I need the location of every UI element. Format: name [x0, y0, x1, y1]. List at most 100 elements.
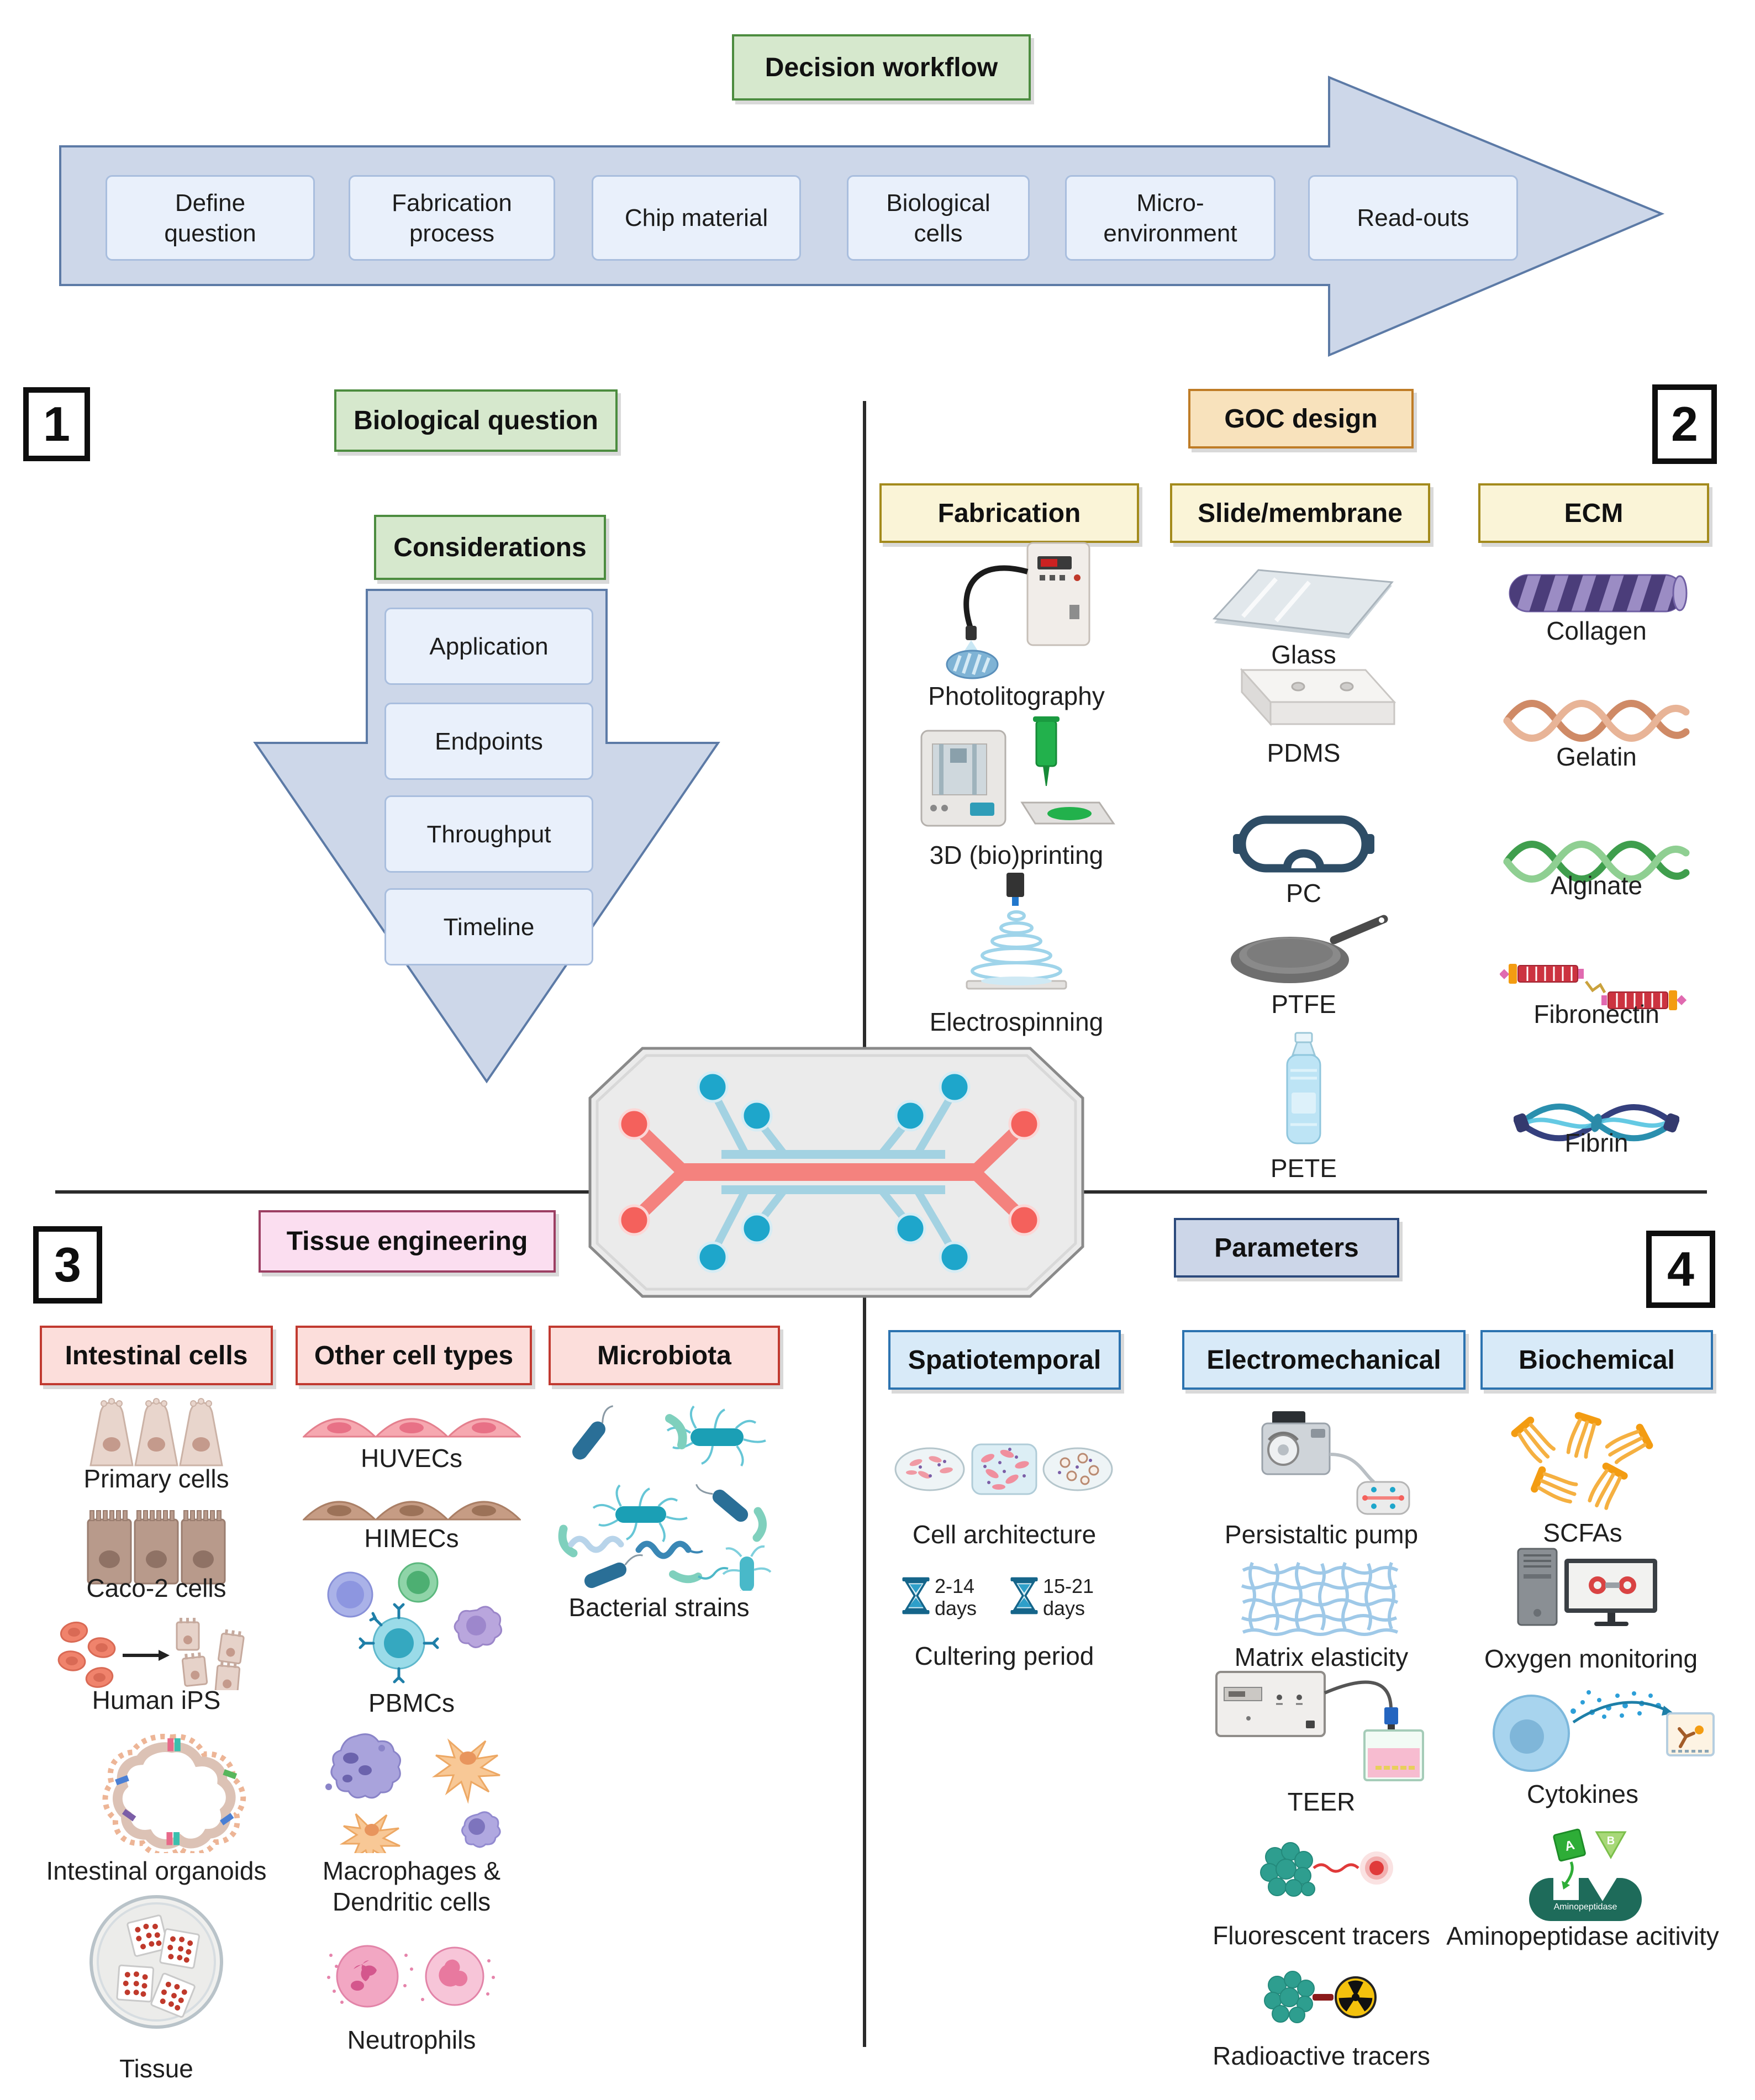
- electrospinning-icon: [966, 873, 1067, 990]
- item-label: Primary cells: [83, 1464, 229, 1493]
- item-label: HIMECs: [364, 1524, 459, 1553]
- item-label: Radioactive tracers: [1213, 2041, 1430, 2070]
- period-range: 15-21: [1043, 1575, 1094, 1597]
- goc-design-header: GOC design: [1188, 389, 1414, 449]
- fibronectin-icon: [1500, 964, 1687, 1010]
- item-label: Fibronectin: [1533, 1000, 1659, 1028]
- item-label: Electrospinning: [929, 1007, 1104, 1036]
- oxygen-monitoring-icon: [1517, 1548, 1657, 1626]
- consideration-label: Timeline: [443, 913, 535, 941]
- header-label: Parameters: [1214, 1233, 1359, 1263]
- substrate-a-label: A: [1563, 1838, 1576, 1854]
- neutrophils-icon: [327, 1945, 495, 2008]
- item-label: PDMS: [1267, 738, 1341, 767]
- consideration-label: Application: [429, 632, 549, 660]
- fluorescent-tracer-icon: [1260, 1842, 1393, 1897]
- cytokines-icon: [1493, 1690, 1715, 1772]
- header-label: Intestinal cells: [65, 1341, 248, 1370]
- photolithography-icon: [946, 542, 1090, 679]
- item-label: Caco-2 cells: [86, 1574, 226, 1602]
- bacteria-icon: [558, 1405, 772, 1591]
- step-label: Micro-environment: [1103, 189, 1237, 247]
- workflow-step-micro-environment: Micro-environment: [1065, 175, 1276, 261]
- period-range: 2-14: [935, 1575, 975, 1597]
- number-label: 4: [1667, 1242, 1694, 1296]
- workflow-step-chip-material: Chip material: [592, 175, 801, 261]
- pete-bottle-icon: [1286, 1032, 1321, 1144]
- item-label: PETE: [1270, 1154, 1337, 1183]
- scfas-icon: [1511, 1412, 1653, 1510]
- workflow-step-biological-cells: Biological cells: [847, 175, 1030, 261]
- item-label: Fibrin: [1564, 1128, 1628, 1157]
- aminopeptidase-icon: Aminopeptidase A B: [1529, 1828, 1642, 1921]
- parameters-header: Parameters: [1174, 1218, 1399, 1278]
- item-label: Aminopeptidase acitivity: [1446, 1922, 1719, 1950]
- item-label: Fluorescent tracers: [1213, 1921, 1430, 1950]
- ptfe-pan-icon: [1231, 915, 1388, 983]
- item-label: Macrophages & Dendritic cells: [322, 1856, 501, 1916]
- item-label: Cell architecture: [912, 1520, 1097, 1549]
- item-label: Matrix elasticity: [1234, 1643, 1409, 1671]
- spatiotemporal-column-header: Spatiotemporal: [888, 1330, 1121, 1390]
- radioactive-tracer-icon: [1264, 1971, 1377, 2023]
- decision-workflow-title: Decision workflow: [732, 34, 1031, 101]
- item-label: Gelatin: [1556, 742, 1637, 771]
- electromechanical-column-header: Electromechanical: [1182, 1330, 1466, 1390]
- step-label: Biological cells: [886, 189, 990, 247]
- gut-on-chip-icon: [588, 1047, 1084, 1298]
- caco2-cells-icon: [87, 1510, 226, 1585]
- item-label: Cytokines: [1527, 1780, 1638, 1808]
- fabrication-column-header: Fabrication: [879, 483, 1139, 543]
- other-cell-types-column-header: Other cell types: [296, 1326, 532, 1385]
- hourglass-icon: [902, 1577, 930, 1614]
- header-label: Electromechanical: [1206, 1345, 1441, 1375]
- intestinal-cells-column-header: Intestinal cells: [40, 1326, 273, 1385]
- header-label: Tissue engineering: [286, 1227, 528, 1256]
- peristaltic-pump-icon: [1261, 1411, 1410, 1515]
- gelatin-icon: [1503, 700, 1690, 742]
- item-label: PBMCs: [368, 1689, 455, 1717]
- fibrin-icon: [1514, 1103, 1679, 1142]
- step-label: Read-outs: [1357, 204, 1469, 231]
- step-label: Define question: [164, 189, 256, 247]
- item-label: Glass: [1271, 640, 1336, 669]
- item-label: Intestinal organoids: [46, 1856, 267, 1885]
- collagen-icon: [1509, 574, 1688, 613]
- header-label: ECM: [1564, 498, 1624, 528]
- teer-icon: [1215, 1671, 1424, 1781]
- consideration-timeline: Timeline: [384, 888, 593, 965]
- cultering-period-1: 2-14 days: [935, 1575, 977, 1620]
- header-label: Biological question: [354, 406, 598, 435]
- human-ips-icon: [57, 1618, 245, 1690]
- step-label: Chip material: [624, 204, 768, 231]
- header-label: Biochemical: [1519, 1345, 1675, 1375]
- intestinal-organoid-icon: [102, 1733, 246, 1853]
- item-label: Neutrophils: [347, 2025, 476, 2054]
- pdms-slab-icon: [1240, 668, 1396, 726]
- item-label: PTFE: [1271, 990, 1336, 1019]
- workflow-step-define-question: Define question: [106, 175, 315, 261]
- tissue-dish-icon: [89, 1895, 223, 2029]
- considerations-header: Considerations: [374, 515, 606, 580]
- cell-architecture-icon: [894, 1443, 1113, 1495]
- period-unit: days: [1043, 1597, 1085, 1620]
- huvecs-icon: [303, 1418, 521, 1438]
- item-label: Cultering period: [914, 1642, 1094, 1670]
- step-label: Fabrication process: [392, 189, 512, 247]
- item-label: HUVECs: [360, 1444, 463, 1473]
- header-label: Microbiota: [597, 1341, 731, 1370]
- item-label: Tissue: [119, 2054, 193, 2083]
- item-label: 3D (bio)printing: [929, 841, 1104, 869]
- himecs-icon: [303, 1501, 521, 1521]
- item-label: Human iPS: [92, 1686, 221, 1714]
- item-label: Persistaltic pump: [1224, 1520, 1419, 1549]
- quadrant-4-number: 4: [1646, 1231, 1715, 1308]
- consideration-throughput: Throughput: [384, 795, 593, 873]
- header-label: Slide/membrane: [1198, 498, 1403, 528]
- quadrant-1-number: 1: [23, 387, 90, 461]
- bioprinter-3d-icon: [920, 716, 1115, 827]
- workflow-step-fabrication-process: Fabrication process: [349, 175, 555, 261]
- item-label: Photolitography: [928, 682, 1105, 710]
- period-unit: days: [935, 1597, 977, 1620]
